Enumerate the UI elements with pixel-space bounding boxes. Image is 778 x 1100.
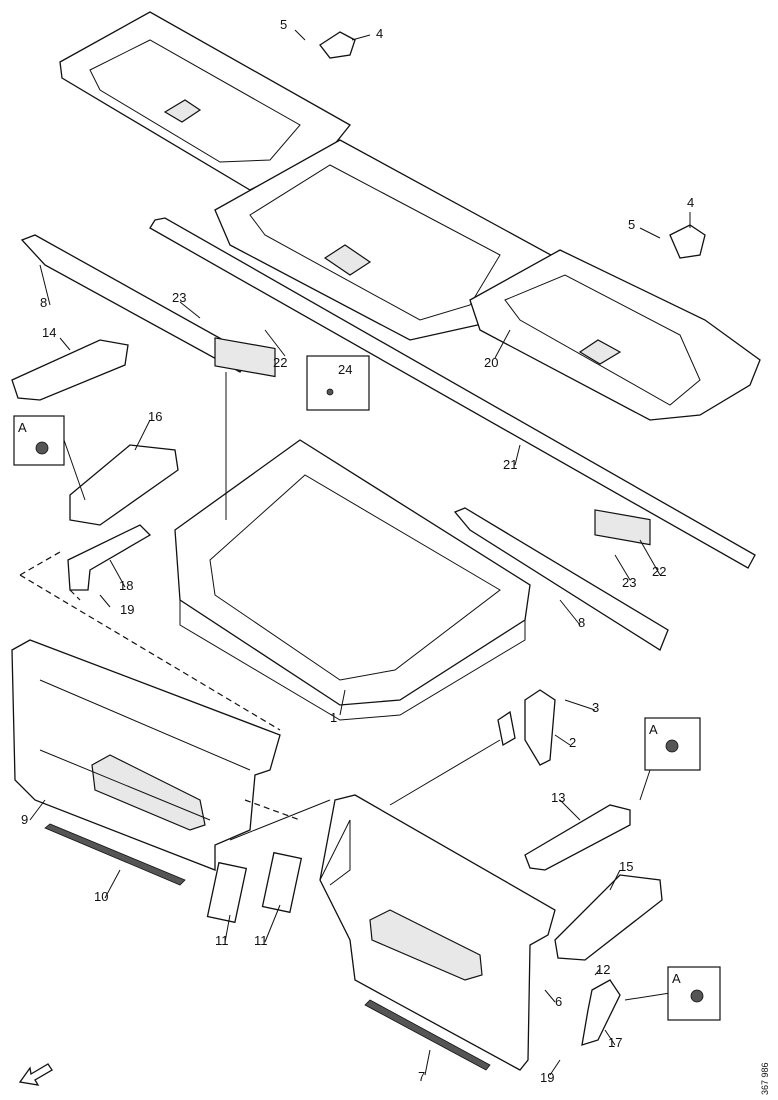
callout-6: 6 — [555, 994, 562, 1009]
callout-17: 17 — [608, 1035, 622, 1050]
parcel-shelf-right — [469, 249, 761, 421]
parcel-shelf-left — [59, 11, 351, 191]
callout-23: 23 — [172, 290, 186, 305]
callout-23: 23 — [622, 575, 636, 590]
trim-14 — [11, 339, 129, 401]
callout-21: 21 — [503, 457, 517, 472]
callout-3: 3 — [592, 700, 599, 715]
detail-box-a-1: A — [13, 415, 65, 466]
callout-14: 14 — [42, 325, 56, 340]
callout-8: 8 — [40, 295, 47, 310]
callout-24: 24 — [338, 362, 352, 377]
detail-box-24 — [306, 355, 370, 411]
callout-2: 2 — [569, 735, 576, 750]
direction-arrow-icon — [18, 1063, 53, 1086]
bracket-18 — [67, 524, 152, 591]
callout-22: 22 — [273, 355, 287, 370]
rail-21 — [149, 217, 756, 569]
detail-box-a-2: A — [644, 717, 701, 771]
bracket-17 — [581, 979, 621, 1046]
strip-10 — [44, 823, 186, 886]
callout-5: 5 — [280, 17, 287, 32]
callout-12: 12 — [596, 962, 610, 977]
callout-4: 4 — [687, 195, 694, 210]
callout-18: 18 — [119, 578, 133, 593]
bracket-2 — [524, 689, 556, 766]
trim-13 — [524, 804, 631, 871]
bracket-2-mate — [497, 710, 516, 747]
svg-text:A: A — [18, 420, 27, 435]
callout-13: 13 — [551, 790, 565, 805]
bracket-8-right — [453, 507, 669, 651]
hinge-22-left — [214, 337, 276, 378]
hinge-22-right — [594, 509, 651, 546]
callout-8: 8 — [578, 615, 585, 630]
svg-text:A: A — [649, 722, 658, 737]
clip-4-top — [319, 31, 356, 59]
svg-text:A: A — [672, 971, 681, 986]
cover-11-b — [261, 851, 303, 914]
callout-22: 22 — [652, 564, 666, 579]
callout-10: 10 — [94, 889, 108, 904]
callout-5: 5 — [628, 217, 635, 232]
callout-7: 7 — [418, 1069, 425, 1084]
callout-11: 11 — [215, 933, 229, 948]
callout-labels: 5 4 4 5 8 23 22 24 14 20 16 21 18 19 22 … — [21, 17, 694, 1085]
storage-tray-1 — [174, 439, 531, 721]
side-panel-6 — [319, 794, 556, 1071]
holder-15 — [554, 874, 663, 961]
leader-lines — [19, 29, 691, 1076]
callout-19: 19 — [540, 1070, 554, 1085]
holder-16 — [69, 444, 179, 526]
cover-11-a — [206, 861, 248, 924]
detail-box-a-3: A — [667, 966, 721, 1021]
callout-15: 15 — [619, 859, 633, 874]
callout-19: 19 — [120, 602, 134, 617]
strip-7 — [364, 999, 491, 1071]
callout-16: 16 — [148, 409, 162, 424]
callout-4: 4 — [376, 26, 383, 41]
callout-1: 1 — [330, 710, 337, 725]
callout-9: 9 — [21, 812, 28, 827]
reference-number: 367 986 — [760, 1062, 770, 1095]
side-panel-9 — [11, 639, 281, 871]
callout-11: 11 — [254, 933, 268, 948]
callout-20: 20 — [484, 355, 498, 370]
clip-4-right — [669, 224, 706, 259]
